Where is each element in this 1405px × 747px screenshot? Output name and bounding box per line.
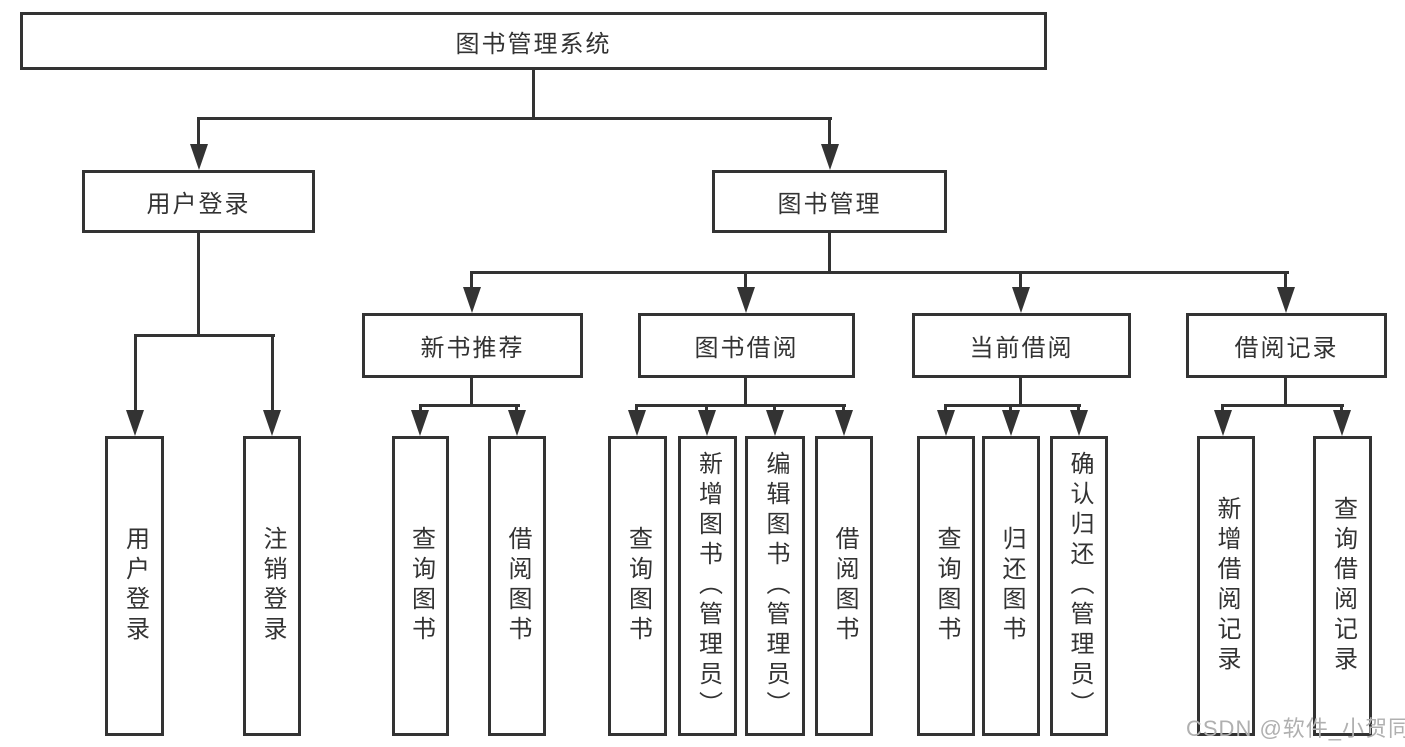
node-root-label: 图书管理系统 xyxy=(455,30,612,58)
connector-line xyxy=(944,404,947,414)
leaf-confirm-return-admin: 确认归还（管理员） xyxy=(1050,436,1108,736)
leaf-query-borrow-record: 查询借阅记录 xyxy=(1313,436,1372,736)
arrow-down-icon xyxy=(628,410,646,436)
leaf-query-borrow-record-label: 查询借阅记录 xyxy=(1329,496,1357,676)
connector-line xyxy=(705,404,708,414)
node-new-book-recommend-label: 新书推荐 xyxy=(420,335,525,362)
leaf-add-books-admin: 新增图书（管理员） xyxy=(678,436,737,736)
leaf-query-books-3: 查询图书 xyxy=(917,436,975,736)
connector-line xyxy=(1221,404,1344,407)
connector-line xyxy=(419,404,520,407)
arrow-down-icon xyxy=(463,287,481,313)
arrow-down-icon xyxy=(737,287,755,313)
leaf-query-books-1-label: 查询图书 xyxy=(407,526,435,646)
leaf-return-books: 归还图书 xyxy=(982,436,1040,736)
connector-line xyxy=(470,378,473,407)
connector-line xyxy=(134,334,137,414)
connector-line xyxy=(470,271,1289,274)
connector-line xyxy=(828,117,831,147)
connector-line xyxy=(419,404,422,414)
node-borrowing-records: 借阅记录 xyxy=(1186,313,1387,378)
leaf-add-borrow-record: 新增借阅记录 xyxy=(1197,436,1255,736)
leaf-logout-label: 注销登录 xyxy=(259,526,286,646)
arrow-down-icon xyxy=(698,410,716,436)
node-user-login-branch-label: 用户登录 xyxy=(146,191,251,218)
leaf-confirm-return-admin-label: 确认归还（管理员） xyxy=(1066,451,1093,721)
node-new-book-recommend: 新书推荐 xyxy=(362,313,583,378)
connector-line xyxy=(1019,378,1022,407)
connector-line xyxy=(197,117,832,120)
leaf-borrow-books-2-label: 借阅图书 xyxy=(831,526,858,646)
arrow-down-icon xyxy=(263,410,281,436)
connector-line xyxy=(944,404,1081,407)
node-book-borrowing-label: 图书借阅 xyxy=(694,335,799,362)
node-user-login-branch: 用户登录 xyxy=(82,170,315,233)
node-book-management-branch-label: 图书管理 xyxy=(777,191,882,218)
connector-line xyxy=(1221,404,1224,414)
leaf-query-books-2-label: 查询图书 xyxy=(624,526,652,646)
connector-line xyxy=(635,404,638,414)
connector-line xyxy=(744,271,747,291)
connector-line xyxy=(1284,271,1287,291)
leaf-borrow-books-1-label: 借阅图书 xyxy=(504,526,531,646)
arrow-down-icon xyxy=(126,410,144,436)
leaf-query-books-3-label: 查询图书 xyxy=(933,526,960,646)
leaf-add-books-admin-label: 新增图书（管理员） xyxy=(694,451,722,721)
arrow-down-icon xyxy=(1277,287,1295,313)
leaf-borrow-books-2: 借阅图书 xyxy=(815,436,873,736)
leaf-edit-books-admin: 编辑图书（管理员） xyxy=(745,436,805,736)
connector-line xyxy=(744,378,747,407)
arrow-down-icon xyxy=(937,410,955,436)
leaf-return-books-label: 归还图书 xyxy=(998,526,1025,646)
leaf-borrow-books-1: 借阅图书 xyxy=(488,436,546,736)
leaf-logout: 注销登录 xyxy=(243,436,301,736)
leaf-add-borrow-record-label: 新增借阅记录 xyxy=(1213,496,1240,676)
connector-line xyxy=(197,117,200,147)
arrow-down-icon xyxy=(1012,287,1030,313)
connector-line xyxy=(532,68,535,118)
arrow-down-icon xyxy=(1070,410,1088,436)
csdn-watermark: CSDN @软件_小贺同学 xyxy=(1186,716,1405,741)
connector-line xyxy=(1340,404,1343,414)
leaf-query-books-2: 查询图书 xyxy=(608,436,667,736)
node-current-borrowing: 当前借阅 xyxy=(912,313,1131,378)
arrow-down-icon xyxy=(1333,410,1351,436)
connector-line xyxy=(1077,404,1080,414)
node-current-borrowing-label: 当前借阅 xyxy=(969,335,1074,362)
node-book-management-branch: 图书管理 xyxy=(712,170,947,233)
connector-line xyxy=(635,404,846,407)
connector-line xyxy=(197,233,200,337)
arrow-down-icon xyxy=(1002,410,1020,436)
arrow-down-icon xyxy=(411,410,429,436)
arrow-down-icon xyxy=(821,144,839,170)
node-root: 图书管理系统 xyxy=(20,12,1047,70)
connector-line xyxy=(515,404,518,414)
connector-line xyxy=(1019,271,1022,291)
connector-line xyxy=(134,334,275,337)
connector-line xyxy=(1284,378,1287,407)
leaf-query-books-1: 查询图书 xyxy=(392,436,449,736)
leaf-user-login-label: 用户登录 xyxy=(121,526,149,646)
node-book-borrowing: 图书借阅 xyxy=(638,313,855,378)
arrow-down-icon xyxy=(1214,410,1232,436)
connector-line xyxy=(470,271,473,291)
leaf-user-login: 用户登录 xyxy=(105,436,164,736)
connector-line xyxy=(1009,404,1012,414)
arrow-down-icon xyxy=(835,410,853,436)
connector-line xyxy=(828,233,831,274)
arrow-down-icon xyxy=(766,410,784,436)
node-borrowing-records-label: 借阅记录 xyxy=(1234,335,1339,362)
connector-line xyxy=(842,404,845,414)
connector-line xyxy=(773,404,776,414)
arrow-down-icon xyxy=(508,410,526,436)
arrow-down-icon xyxy=(190,144,208,170)
leaf-edit-books-admin-label: 编辑图书（管理员） xyxy=(762,451,789,721)
connector-line xyxy=(271,334,274,414)
